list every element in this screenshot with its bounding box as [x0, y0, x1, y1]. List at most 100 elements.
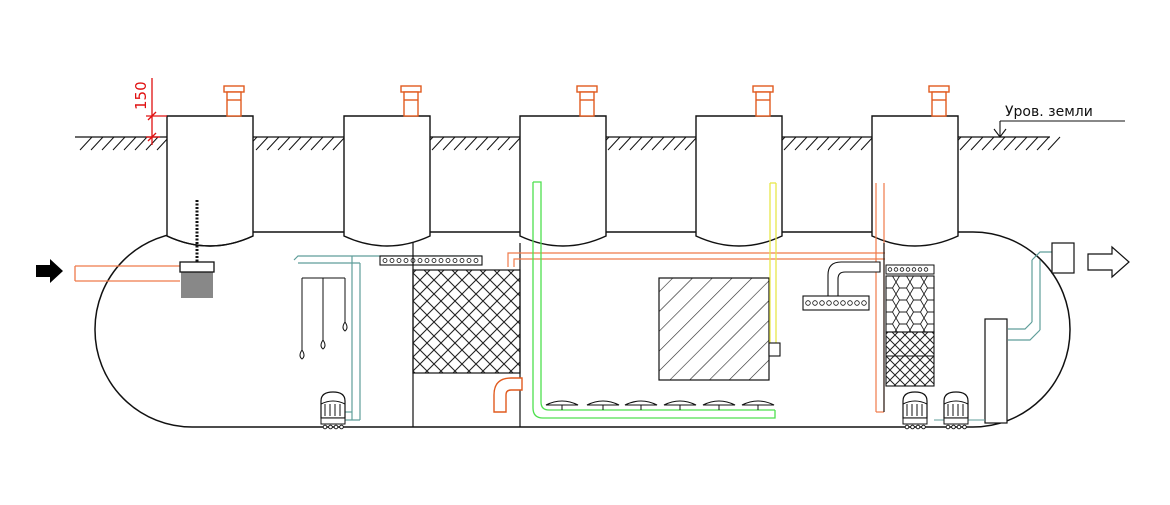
- ground-hatch-tick: [640, 136, 654, 151]
- perforation-hole: [887, 267, 893, 272]
- ground-hatch-tick: [959, 136, 973, 151]
- yellow-airlift-pipe: [769, 182, 777, 343]
- ground-level-label: Уров. земли: [1005, 104, 1093, 120]
- disc-aerator-icon: [702, 400, 736, 410]
- ground-hatch-tick: [629, 136, 643, 151]
- ground-hatch-tick: [849, 136, 863, 151]
- pump-icon: [943, 391, 969, 430]
- perforation-hole: [452, 258, 458, 263]
- perforation-hole: [826, 300, 832, 306]
- outlet-column: [984, 318, 1008, 424]
- hanging-diffusers: [299, 277, 348, 360]
- ground-hatch-tick: [970, 136, 984, 151]
- ground-hatch-tick: [684, 136, 698, 151]
- ground-hatch-tick: [1025, 136, 1039, 151]
- perforated-pipe: [379, 255, 483, 266]
- perforation-hole: [466, 258, 472, 263]
- yellow-pipe-foot: [768, 342, 781, 357]
- pump-icon: [320, 391, 346, 430]
- perforation-hole: [847, 300, 853, 306]
- ground-hatch-tick: [1003, 136, 1017, 151]
- ground-hatch-tick: [332, 136, 346, 151]
- ground-hatch-tick: [134, 136, 148, 151]
- riser-5: [871, 115, 959, 247]
- orange-elbow: [493, 377, 523, 413]
- perforation-hole: [923, 267, 929, 272]
- perforation-hole: [396, 258, 402, 263]
- bar-screen: [179, 200, 215, 298]
- outlet-arrow-icon: [1087, 245, 1130, 279]
- riser-4: [695, 115, 783, 247]
- ground-hatch-tick: [79, 136, 93, 151]
- perforation-hole: [905, 267, 911, 272]
- ground-hatch-tick: [618, 136, 632, 151]
- perforation-hole: [854, 300, 860, 306]
- ground-hatch-tick: [101, 136, 115, 151]
- ground-hatch-tick: [321, 136, 335, 151]
- perforation-hole: [389, 258, 395, 263]
- ground-hatch-tick: [992, 136, 1006, 151]
- cross-media-block: [885, 331, 935, 387]
- perforation-hole: [917, 267, 923, 272]
- bio-load-block: [658, 277, 770, 381]
- ground-hatch-tick: [783, 136, 797, 151]
- riser-1: [166, 115, 254, 247]
- ground-hatch-tick: [1014, 136, 1028, 151]
- dimension-label: 150: [132, 81, 150, 110]
- vent-cap-icon: [752, 85, 774, 117]
- ground-level-leader: [993, 120, 1125, 138]
- vent-cap-icon: [576, 85, 598, 117]
- l-shaped-distributor: [802, 261, 881, 311]
- perforation-hole: [438, 258, 444, 263]
- ground-hatch-tick: [266, 136, 280, 151]
- ground-hatch-tick: [662, 136, 676, 151]
- ground-hatch-tick: [816, 136, 830, 151]
- ground-hatch-tick: [794, 136, 808, 151]
- perforation-hole: [893, 267, 899, 272]
- ground-hatch-tick: [90, 136, 104, 151]
- perforation-hole: [417, 258, 423, 263]
- vent-cap-icon: [928, 85, 950, 117]
- ground-hatch-tick: [486, 136, 500, 151]
- riser-2: [343, 115, 431, 247]
- ground-hatch-tick: [651, 136, 665, 151]
- ground-hatch-tick: [827, 136, 841, 151]
- disc-aerator-icon: [586, 400, 620, 410]
- perforation-hole: [403, 258, 409, 263]
- perforation-hole: [833, 300, 839, 306]
- vent-cap-icon: [223, 85, 245, 117]
- perforation-hole: [840, 300, 846, 306]
- ground-hatch-tick: [310, 136, 324, 151]
- disc-aerator-icon: [663, 400, 697, 410]
- ground-hatch-tick: [431, 136, 445, 151]
- hex-media-block: [885, 275, 935, 333]
- ground-hatch-tick: [1047, 136, 1061, 151]
- perforation-hole: [805, 300, 811, 306]
- perforation-hole: [382, 258, 388, 263]
- ground-hatch-tick: [255, 136, 269, 151]
- green-aeration-pipe: [532, 181, 776, 419]
- ground-hatch-tick: [123, 136, 137, 151]
- ground-hatch-tick: [497, 136, 511, 151]
- perforation-hole: [812, 300, 818, 306]
- ground-hatch-tick: [288, 136, 302, 151]
- ground-hatch-tick: [112, 136, 126, 151]
- disc-aerators: [545, 400, 775, 410]
- perforation-hole: [424, 258, 430, 263]
- disc-aerator-icon: [545, 400, 579, 410]
- perforation-hole: [819, 300, 825, 306]
- ground-hatch-tick: [838, 136, 852, 151]
- ground-hatch-tick: [860, 136, 874, 151]
- disc-aerator-icon: [624, 400, 658, 410]
- inlet-arrow-icon: [36, 259, 63, 283]
- ground-hatch-tick: [508, 136, 522, 151]
- vent-cap-icon: [400, 85, 422, 117]
- filter-media-block: [412, 269, 521, 374]
- ground-hatch-tick: [299, 136, 313, 151]
- perforation-hole: [911, 267, 917, 272]
- ground-hatch-tick: [805, 136, 819, 151]
- ground-hatch-tick: [442, 136, 456, 151]
- inlet-pipe: [74, 265, 180, 282]
